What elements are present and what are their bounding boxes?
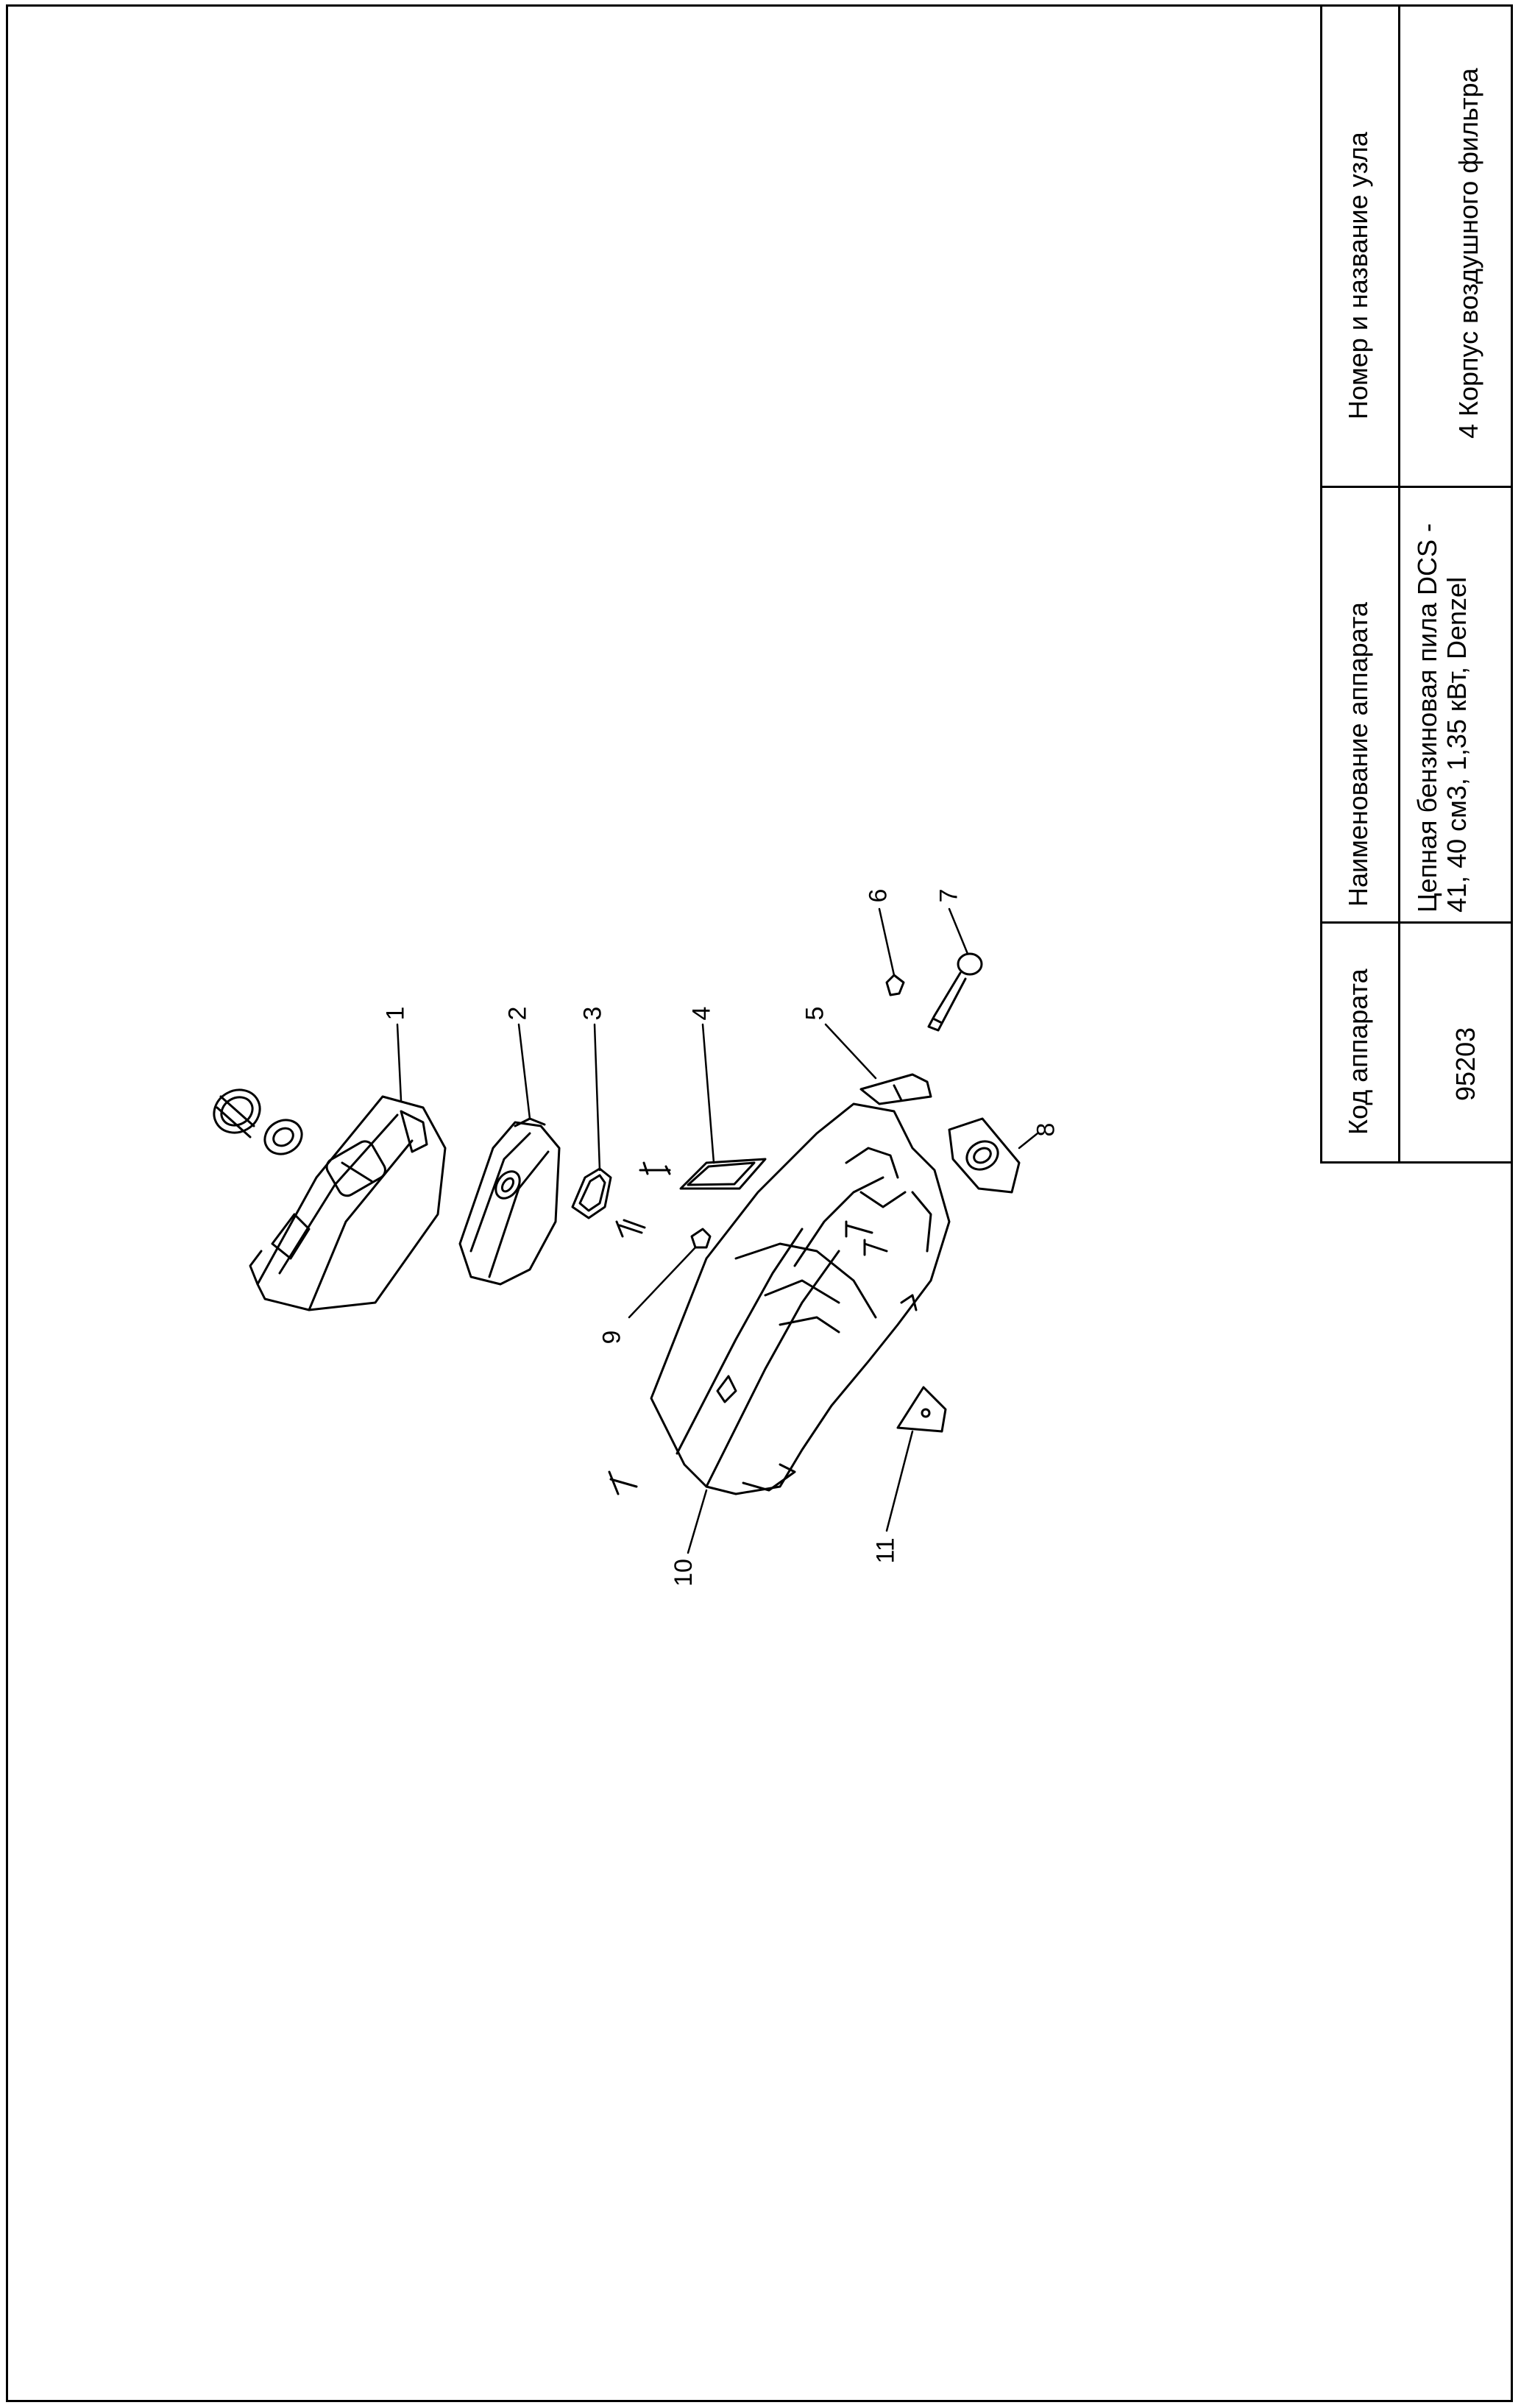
part-11-plate: [896, 1386, 947, 1433]
part-8-flange: [948, 1117, 1021, 1194]
callout-3: 3: [578, 1006, 607, 1021]
callout-6: 6: [864, 888, 893, 903]
callout-1: 1: [381, 1006, 410, 1021]
callout-4: 4: [687, 1006, 716, 1021]
callout-5: 5: [801, 1006, 829, 1021]
callout-10: 10: [669, 1559, 698, 1587]
callout-2: 2: [503, 1006, 532, 1021]
part-4-plate: [679, 1158, 767, 1190]
callout-9: 9: [598, 1330, 626, 1345]
part-3-gasket: [571, 1167, 612, 1219]
callout-7: 7: [935, 888, 963, 903]
drawing-frame: [6, 4, 1513, 2402]
part-5-bracket: [859, 1073, 932, 1105]
screws: [608, 1161, 888, 1495]
callout-8: 8: [1032, 1122, 1060, 1137]
leader-lines: [396, 907, 1039, 1554]
part-1-filter-cover: [213, 1088, 447, 1311]
part-6-clip: [885, 974, 905, 996]
part-7-choke-rod: [927, 952, 983, 1032]
part-10-housing: [650, 1102, 951, 1495]
callout-11: 11: [871, 1537, 900, 1564]
part-2-filter-element: [458, 1117, 561, 1286]
part-9-nut: [690, 1228, 712, 1249]
